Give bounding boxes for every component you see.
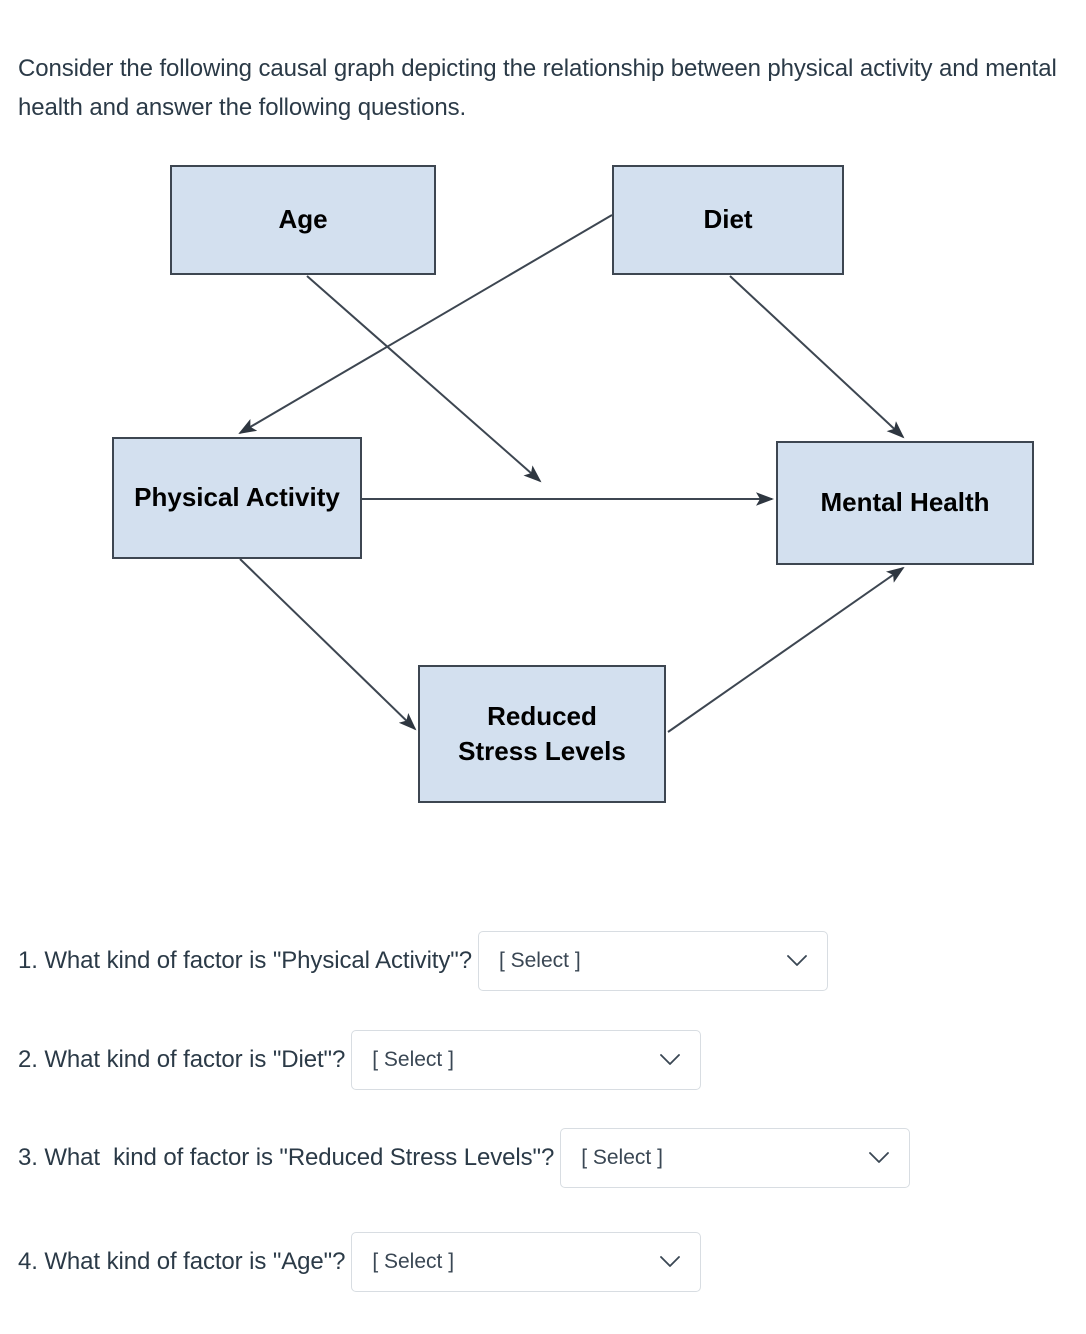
chevron-down-icon xyxy=(869,1152,890,1164)
causal-graph-diagram: Age Diet Physical Activity Mental Health… xyxy=(0,140,1086,840)
diagram-node-mental-health: Mental Health xyxy=(776,441,1034,565)
chevron-down-icon xyxy=(787,955,807,967)
select-value-1: [ Select ] xyxy=(498,949,581,972)
chevron-down-icon xyxy=(660,1256,681,1268)
select-value-2: [ Select ] xyxy=(372,1048,454,1071)
select-physical-activity[interactable]: [ Select ] xyxy=(477,931,828,991)
edge-diet-to-physical-activity xyxy=(238,214,613,435)
diagram-node-physical-activity: Physical Activity xyxy=(112,437,362,559)
edge-reduced-stress-to-mental-health xyxy=(667,566,905,733)
question-label-4: 4. What kind of factor is "Age"? xyxy=(18,1248,346,1275)
question-label-2: 2. What kind of factor is "Diet"? xyxy=(18,1046,346,1073)
edge-age-to-pa-mh-path xyxy=(306,275,542,483)
prompt-paragraph: Consider the following causal graph depi… xyxy=(18,55,1057,121)
select-diet[interactable]: [ Select ] xyxy=(351,1030,702,1090)
question-row-4: 4. What kind of factor is "Age"? [ Selec… xyxy=(18,1231,702,1293)
select-value-4: [ Select ] xyxy=(372,1250,455,1273)
question-row-2: 2. What kind of factor is "Diet"? [ Sele… xyxy=(18,1029,702,1091)
diagram-edges-layer xyxy=(238,214,905,733)
question-label-3: 3. What kind of factor is "Reduced Stres… xyxy=(18,1144,555,1171)
question-row-3: 3. What kind of factor is "Reduced Stres… xyxy=(18,1127,911,1189)
question-label-1: 1. What kind of factor is "Physical Acti… xyxy=(18,947,472,974)
select-reduced-stress-levels[interactable]: [ Select ] xyxy=(560,1128,911,1188)
question-row-1: 1. What kind of factor is "Physical Acti… xyxy=(18,930,828,992)
select-value-3: [ Select ] xyxy=(581,1146,663,1169)
chevron-down-icon xyxy=(660,1054,681,1066)
diagram-node-diet: Diet xyxy=(612,165,844,275)
edge-physical-activity-to-reduced-stress xyxy=(239,558,417,731)
select-age[interactable]: [ Select ] xyxy=(351,1232,702,1292)
diagram-node-age: Age xyxy=(170,165,436,275)
edge-diet-to-mental-health xyxy=(729,275,905,439)
